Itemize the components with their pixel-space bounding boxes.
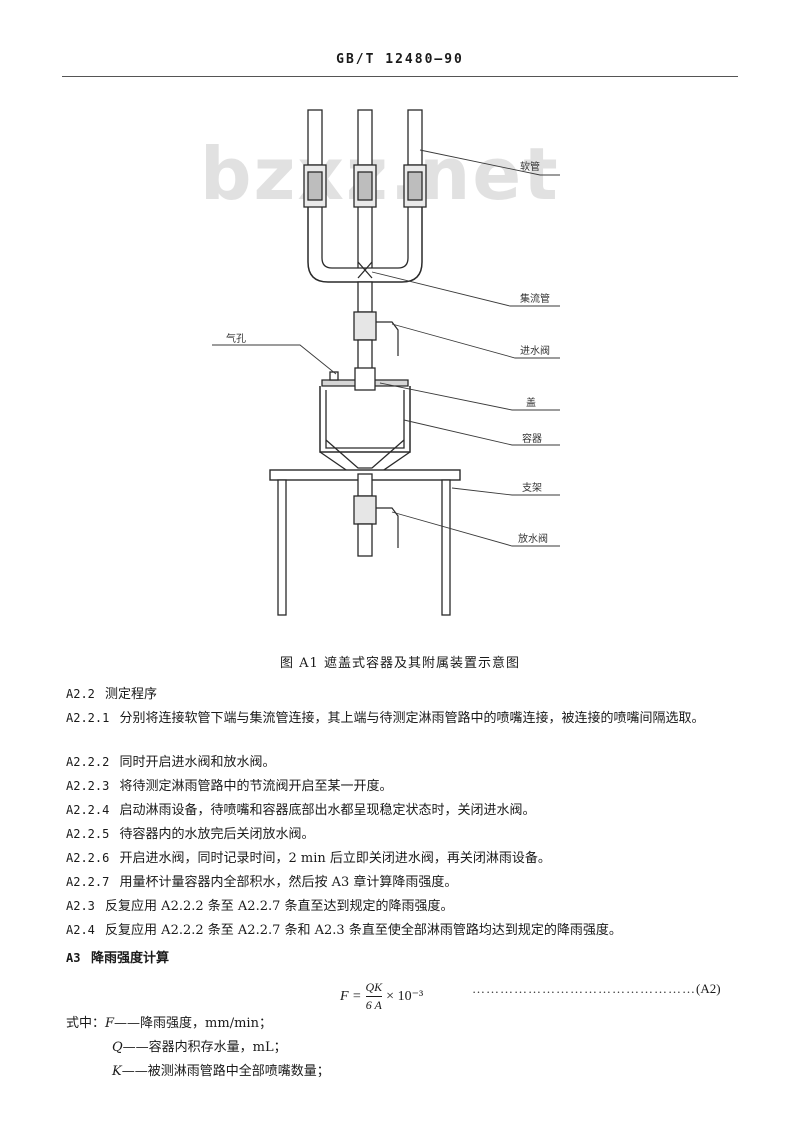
step-text: 待容器内的水放完后关闭放水阀。 bbox=[119, 827, 315, 842]
step-text: 开启进水阀，同时记录时间，2 min 后立即关闭进水阀，再关闭淋雨设备。 bbox=[119, 851, 551, 866]
step-a2-2-3: A2.2.3 将待测定淋雨管路中的节流阀开启至某一开度。 bbox=[66, 776, 738, 797]
step-text: 分别将连接软管下端与集流管连接，其上端与待测定淋雨管路中的喷嘴连接，被连接的喷嘴… bbox=[119, 711, 705, 726]
step-a2-2-1: A2.2.1 分别将连接软管下端与集流管连接，其上端与待测定淋雨管路中的喷嘴连接… bbox=[66, 708, 738, 748]
symbol: K bbox=[112, 1064, 122, 1079]
step-number: A2.4 bbox=[66, 923, 95, 937]
page-header: GB/T 12480—90 bbox=[336, 52, 464, 67]
formula-denominator: 6 A bbox=[365, 998, 382, 1012]
step-number: A2.2.7 bbox=[66, 875, 110, 889]
step-text: 启动淋雨设备，待喷嘴和容器底部出水都呈现稳定状态时，关闭进水阀。 bbox=[119, 803, 536, 818]
symbol: F bbox=[105, 1016, 115, 1031]
step-a2-2-5: A2.2.5 待容器内的水放完后关闭放水阀。 bbox=[66, 824, 738, 845]
step-text: 反复应用 A2.2.2 条至 A2.2.7 条直至达到规定的降雨强度。 bbox=[105, 899, 454, 914]
clause-a2-3: A2.3 反复应用 A2.2.2 条至 A2.2.7 条直至达到规定的降雨强度。 bbox=[66, 896, 738, 917]
formula-lhs: F = bbox=[340, 988, 362, 1004]
step-text: 反复应用 A2.2.2 条至 A2.2.7 条和 A2.3 条直至使全部淋雨管路… bbox=[105, 923, 622, 938]
definition-text: ——被测淋雨管路中全部喷嘴数量； bbox=[121, 1064, 330, 1079]
watermark: bzxz.net bbox=[200, 132, 560, 216]
step-number: A2.2.6 bbox=[66, 851, 110, 865]
definition-text: ——容器内积存水量，mL； bbox=[122, 1040, 287, 1055]
formula-numerator: QK bbox=[365, 980, 383, 994]
step-text: 将待测定淋雨管路中的节流阀开启至某一开度。 bbox=[119, 779, 393, 794]
step-number: A2.2.4 bbox=[66, 803, 110, 817]
step-text: 用量杯计量容器内全部积水，然后按 A3 章计算降雨强度。 bbox=[119, 875, 458, 890]
step-a2-2-4: A2.2.4 启动淋雨设备，待喷嘴和容器底部出水都呈现稳定状态时，关闭进水阀。 bbox=[66, 800, 738, 821]
figure-caption: 图 A1 遮盖式容器及其附属装置示意图 bbox=[280, 656, 520, 671]
step-number: A2.2.3 bbox=[66, 779, 110, 793]
formula-a2: F = QK 6 A × 10⁻³ bbox=[340, 980, 423, 1013]
definitions-intro: 式中： bbox=[66, 1016, 106, 1031]
symbol: Q bbox=[112, 1040, 123, 1055]
label-header-pipe: 集流管 bbox=[520, 294, 550, 305]
step-a2-2-2: A2.2.2 同时开启进水阀和放水阀。 bbox=[66, 752, 738, 773]
label-lid: 盖 bbox=[526, 398, 536, 409]
hose-left bbox=[303, 109, 327, 208]
header-rule bbox=[62, 76, 738, 77]
clause-a2-4: A2.4 反复应用 A2.2.2 条至 A2.2.7 条和 A2.3 条直至使全… bbox=[66, 920, 738, 941]
step-number: A2.2.5 bbox=[66, 827, 110, 841]
label-vent: 气孔 bbox=[226, 334, 246, 345]
formula-leader: …………………………………………………………(A2) bbox=[472, 981, 738, 997]
section-a22-heading: A2.2 测定程序 bbox=[66, 684, 738, 705]
leader-dots: ………………………………………………………… bbox=[472, 981, 696, 996]
step-a2-2-7: A2.2.7 用量杯计量容器内全部积水，然后按 A3 章计算降雨强度。 bbox=[66, 872, 738, 893]
step-text: 同时开启进水阀和放水阀。 bbox=[119, 755, 276, 770]
section-title: 测定程序 bbox=[105, 687, 158, 702]
label-inlet-valve: 进水阀 bbox=[520, 346, 550, 357]
definition-f: 式中：F——降雨强度，mm/min； bbox=[66, 1014, 738, 1034]
step-number: A2.2.2 bbox=[66, 755, 110, 769]
step-number: A2.3 bbox=[66, 899, 95, 913]
label-stand: 支架 bbox=[522, 483, 542, 494]
label-container: 容器 bbox=[522, 434, 542, 445]
definition-text: ——降雨强度，mm/min； bbox=[114, 1016, 272, 1031]
label-outlet-valve: 放水阀 bbox=[518, 534, 548, 545]
hose-middle bbox=[353, 109, 377, 208]
section-title: 降雨强度计算 bbox=[90, 951, 169, 966]
apparatus-diagram bbox=[212, 109, 560, 616]
label-hose: 软管 bbox=[520, 162, 540, 173]
definition-k: K——被测淋雨管路中全部喷嘴数量； bbox=[112, 1062, 712, 1082]
step-number: A2.2.1 bbox=[66, 711, 110, 725]
section-a3-heading: A3 降雨强度计算 bbox=[66, 948, 738, 969]
section-number: A3 bbox=[66, 951, 81, 965]
equation-number: (A2) bbox=[696, 981, 721, 996]
definition-q: Q——容器内积存水量，mL； bbox=[112, 1038, 712, 1058]
formula-factor: × 10⁻³ bbox=[386, 989, 424, 1004]
section-number: A2.2 bbox=[66, 687, 95, 701]
formula-fraction: QK 6 A bbox=[365, 980, 383, 1013]
fraction-bar bbox=[365, 996, 383, 997]
step-a2-2-6: A2.2.6 开启进水阀，同时记录时间，2 min 后立即关闭进水阀，再关闭淋雨… bbox=[66, 848, 738, 869]
hose-right bbox=[403, 109, 427, 208]
